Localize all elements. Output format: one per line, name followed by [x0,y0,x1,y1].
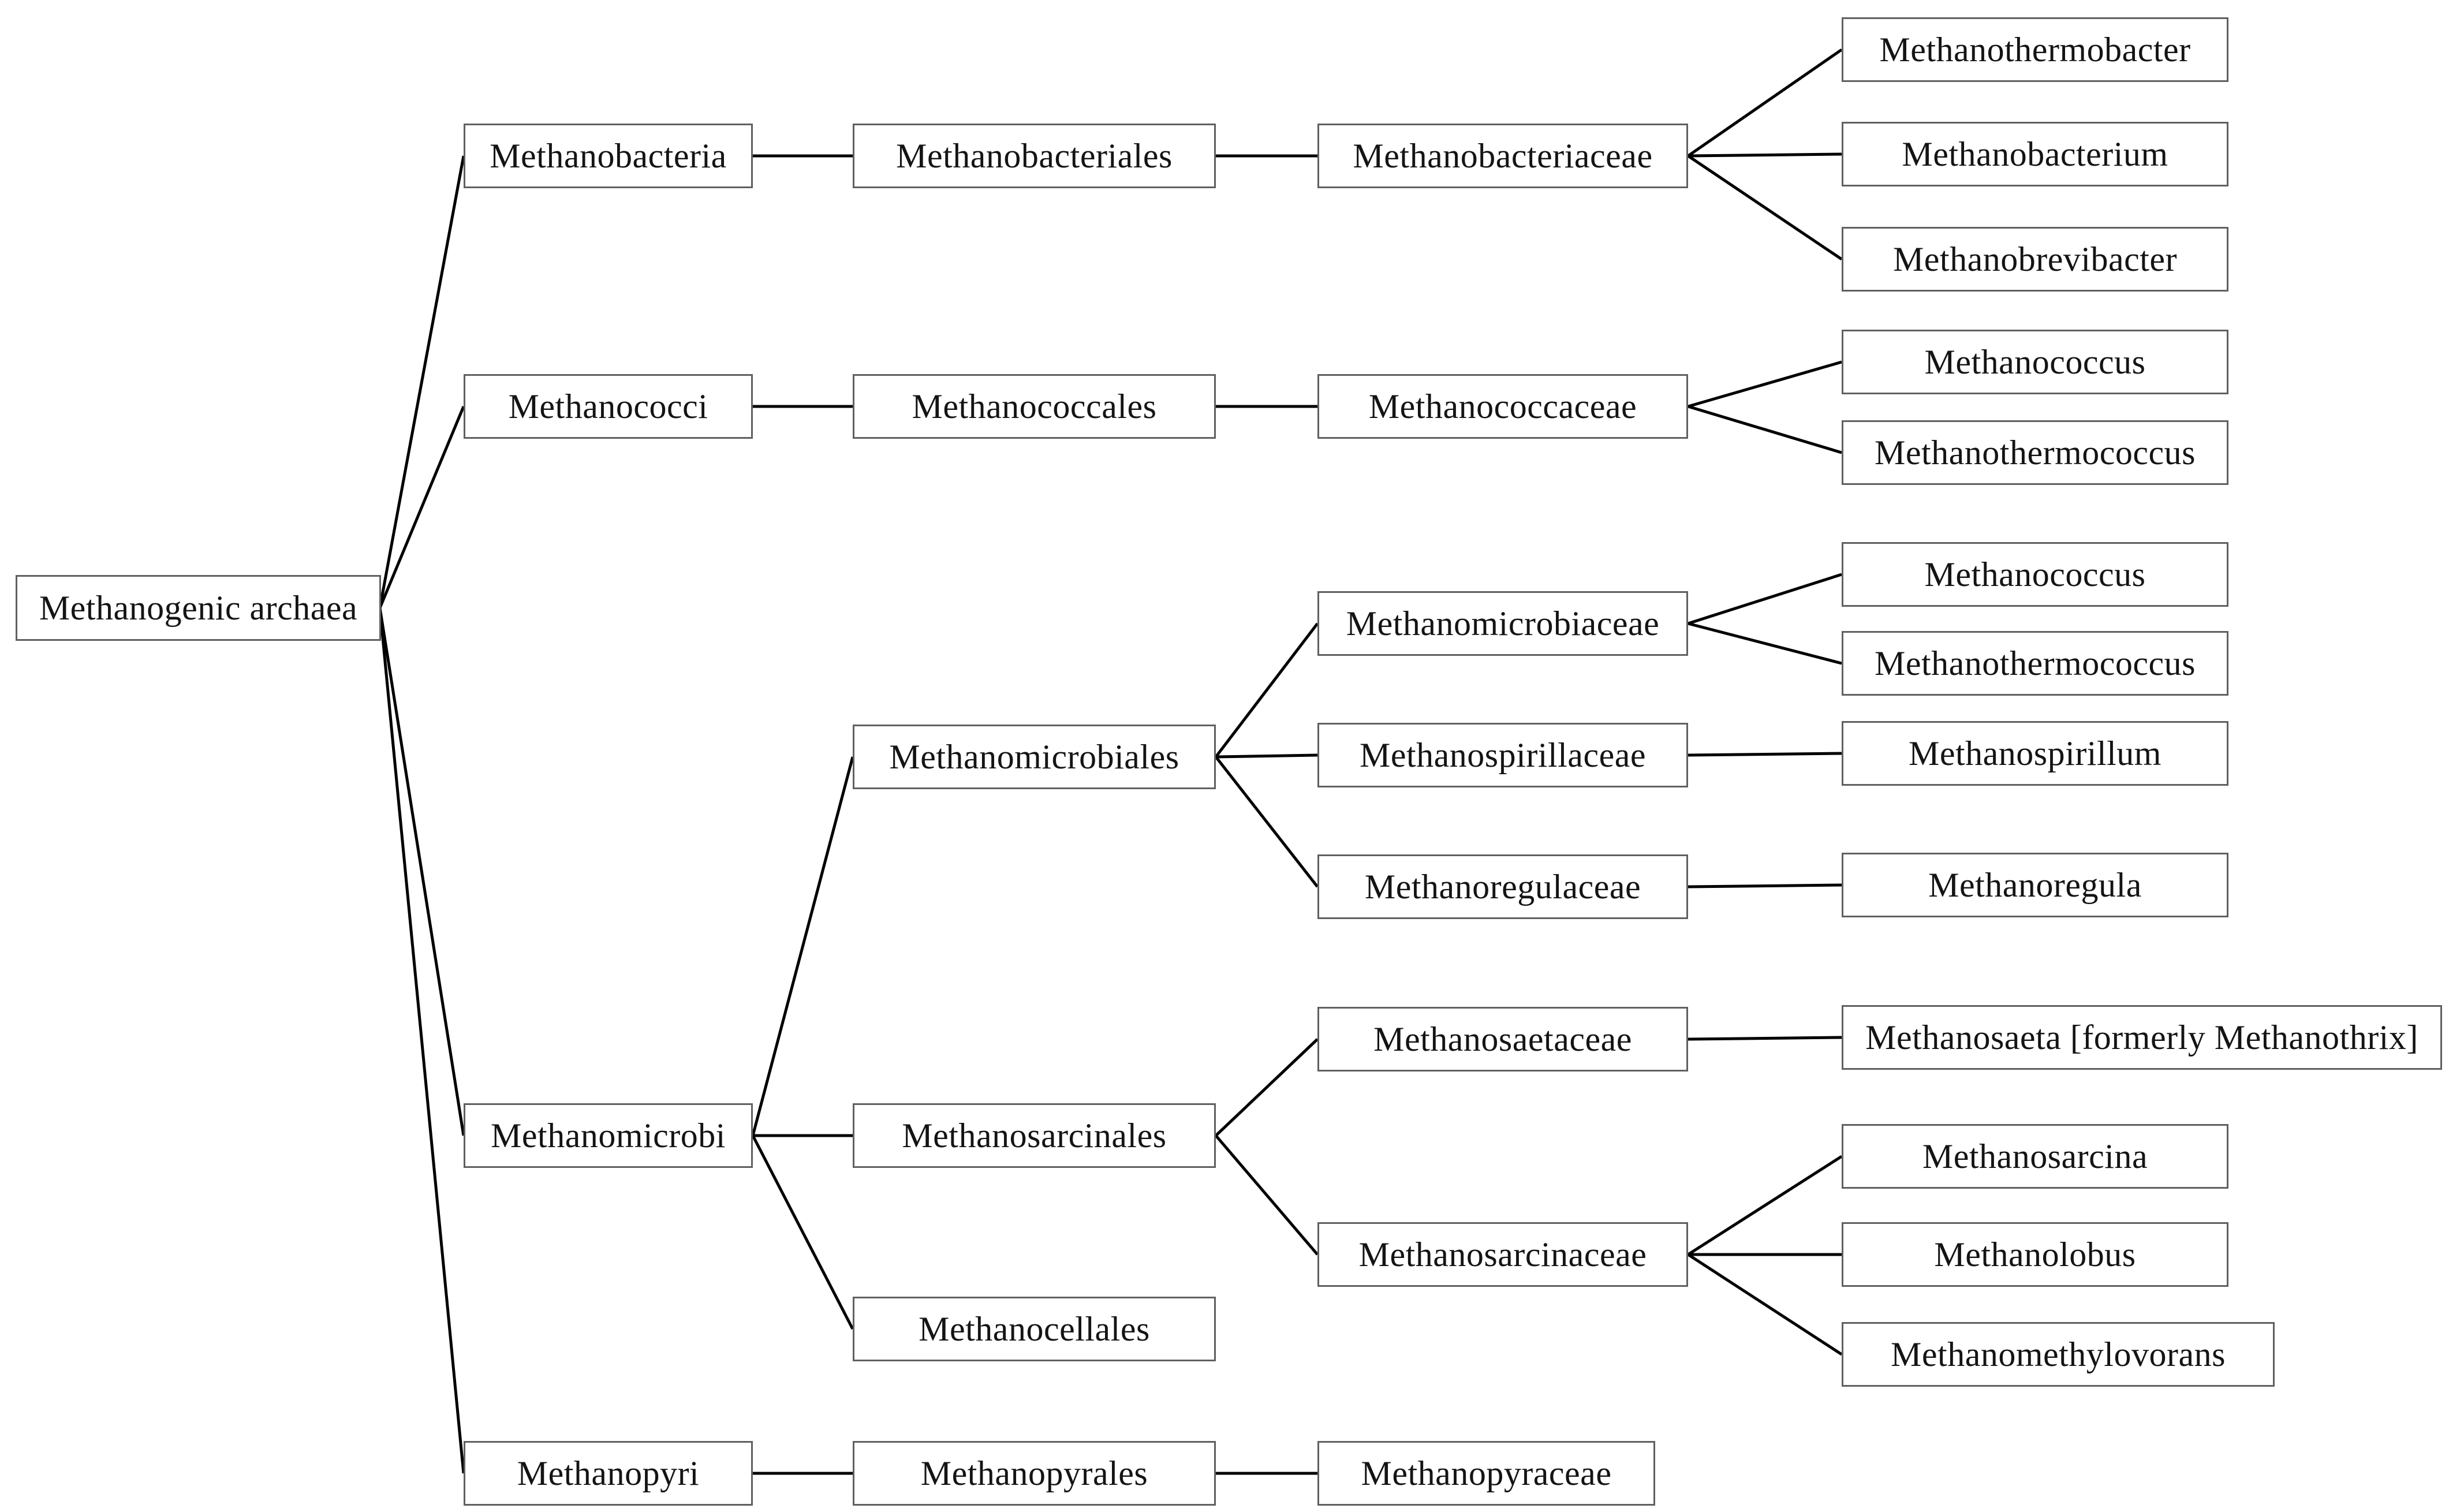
node-genus-methanothermococcus-2: Methanothermococcus [1842,631,2228,696]
node-order-methanobacteriales: Methanobacteriales [853,124,1216,188]
node-class-methanobacteria: Methanobacteria [464,124,753,188]
edge-root-methanomicrobi [378,607,465,1136]
node-genus-methanothermobacter: Methanothermobacter [1842,17,2228,82]
node-genus-methanobrevibacter: Methanobrevibacter [1842,227,2228,292]
edge-methanosarcinales-methanosarcinaceae [1215,1134,1319,1256]
edge-methanosarcinaceae-methanosarcina [1687,1155,1843,1256]
edge-root-methanopyri [378,607,465,1474]
edge-methanobacteriaceae-methanobrevibacter [1687,154,1843,261]
edge-methanomicrobiales-methanospirillaceae [1215,753,1318,759]
edge-methanomicrobiales-methanomicrobiaceae [1215,622,1319,758]
node-genus-methanoregula: Methanoregula [1842,853,2228,917]
node-order-methanopyrales: Methanopyrales [853,1441,1216,1506]
edge-methanomicrobiaceae-methanococcus [1688,573,1842,625]
edge-methanococcaceae-methanococcus [1688,360,1842,408]
node-genus-methanococcus-2: Methanococcus [1842,542,2228,607]
edge-methanospirillaceae-methanospirillum [1688,752,1842,757]
edge-methanococcaceae-methanothermococcus [1688,405,1842,454]
edge-root-methanobacteria [378,155,465,608]
node-order-methanococcales: Methanococcales [853,374,1216,439]
edge-methanomicrobi-methanocellales [751,1134,854,1330]
edge-methanosaetaceae-methanosaeta [1688,1036,1842,1041]
node-genus-methanobacterium: Methanobacterium [1842,122,2228,186]
node-family-methanospirillaceae: Methanospirillaceae [1317,723,1688,787]
edge-methanobacteriaceae-methanobacterium [1688,152,1842,158]
node-order-methanocellales: Methanocellales [853,1297,1216,1361]
node-family-methanomicrobiaceae: Methanomicrobiaceae [1317,591,1688,656]
edge-methanomicrobi-methanomicrobiales [751,756,854,1136]
node-family-methanosarcinaceae: Methanosarcinaceae [1317,1222,1688,1287]
node-methanogenic-archaea: Methanogenic archaea [16,575,381,641]
node-genus-methanococcus-1: Methanococcus [1842,330,2228,394]
node-family-methanoregulaceae: Methanoregulaceae [1317,854,1688,919]
edge-methanomicrobiaceae-methanothermococcus [1688,622,1842,665]
node-genus-methanospirillum: Methanospirillum [1842,721,2228,786]
node-class-methanococci: Methanococci [464,374,753,439]
node-family-methanobacteriaceae: Methanobacteriaceae [1317,124,1688,188]
edge-methanosarcinales-methanosaetaceae [1215,1038,1319,1137]
edge-methanomicrobiales-methanoregulaceae [1215,756,1319,888]
node-genus-methanosarcina: Methanosarcina [1842,1124,2228,1189]
node-genus-methanolobus: Methanolobus [1842,1222,2228,1287]
edge-methanosarcinaceae-methanomethylovorans [1687,1253,1843,1356]
edge-root-methanococci [378,406,465,608]
node-class-methanomicrobi: Methanomicrobi [464,1103,753,1168]
edge-methanobacteriaceae-methanothermobacter [1687,48,1843,158]
node-order-methanomicrobiales: Methanomicrobiales [853,725,1216,789]
node-genus-methanosaeta: Methanosaeta [formerly Methanothrix] [1842,1005,2442,1070]
node-genus-methanomethylovorans: Methanomethylovorans [1842,1322,2275,1387]
node-family-methanococcaceae: Methanococcaceae [1317,374,1688,439]
edge-methanoregulaceae-methanoregula [1688,883,1842,888]
node-genus-methanothermococcus-1: Methanothermococcus [1842,420,2228,485]
node-class-methanopyri: Methanopyri [464,1441,753,1506]
node-family-methanopyraceae: Methanopyraceae [1317,1441,1655,1506]
node-order-methanosarcinales: Methanosarcinales [853,1103,1216,1168]
node-family-methanosaetaceae: Methanosaetaceae [1317,1007,1688,1072]
